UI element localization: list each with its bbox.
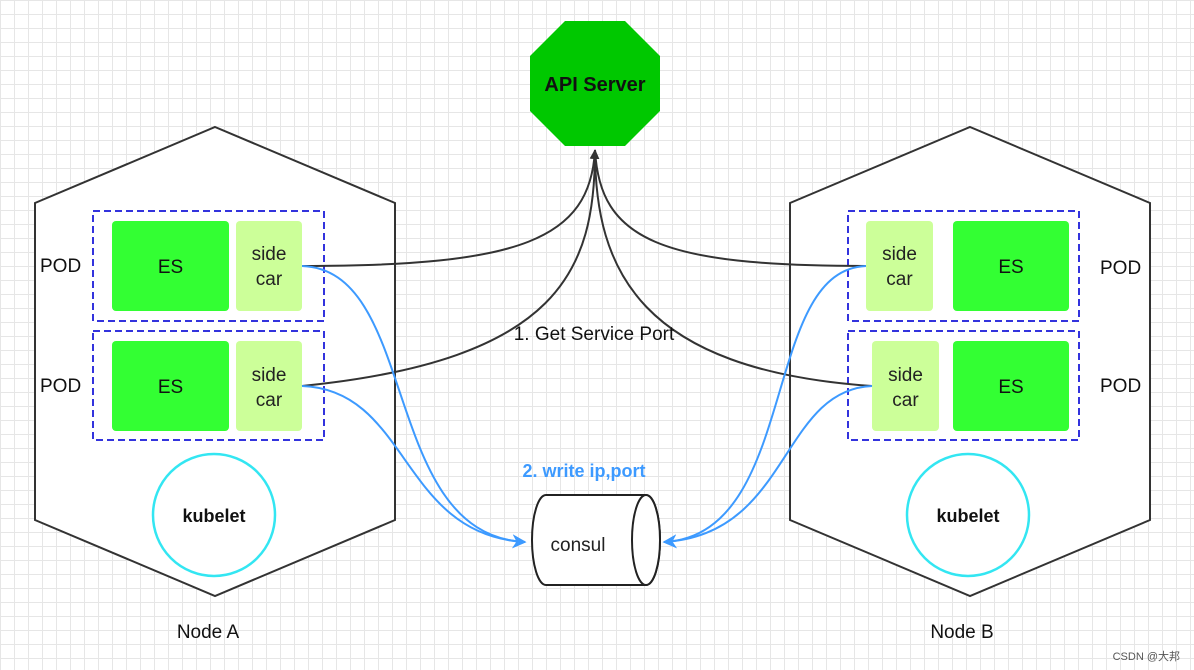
pod-label: POD <box>1100 258 1141 279</box>
pod-boundary <box>92 330 325 441</box>
sidecar-box <box>236 341 302 431</box>
es-box <box>112 341 229 431</box>
es-box <box>953 221 1069 311</box>
node-b-pod-2: side car ES POD <box>847 330 1141 441</box>
sidecar-label-line1: side <box>888 365 923 386</box>
consul-database: consul <box>531 494 661 586</box>
sidecar-box <box>866 221 933 311</box>
kubelet-circle <box>151 452 277 578</box>
pod-label: POD <box>1100 376 1141 397</box>
node-a: ES side car POD ES side car POD kubelet … <box>34 125 396 643</box>
api-request-edges <box>301 149 873 387</box>
get-service-port-label: 1. Get Service Port <box>514 324 675 345</box>
edge-node-b-pod-1-to-api <box>594 149 867 267</box>
edge-node-a-pod-2-to-api <box>301 149 596 387</box>
pod-boundary <box>847 330 1080 441</box>
es-box <box>953 341 1069 431</box>
sidecar-label-line1: side <box>252 244 287 265</box>
node-a-pod-2: ES side car POD <box>40 330 325 441</box>
sidecar-label-line1: side <box>882 244 917 265</box>
edge-node-b-pod-1-to-consul <box>662 265 867 549</box>
es-label: ES <box>158 257 183 278</box>
sidecar-label-line1: side <box>252 365 287 386</box>
register-edges <box>301 265 873 549</box>
es-label: ES <box>998 257 1023 278</box>
edge-node-a-pod-1-to-consul <box>301 265 527 549</box>
write-ip-port-label: 2. write ip,port <box>522 461 645 481</box>
consul-cylinder-cap <box>631 494 661 586</box>
sidecar-label-line2: car <box>256 269 283 290</box>
api-server-label: API Server <box>544 74 645 96</box>
sidecar-box <box>236 221 302 311</box>
es-box <box>112 221 229 311</box>
es-label: ES <box>998 377 1023 398</box>
api-server: API Server <box>530 21 660 146</box>
pod-label: POD <box>40 256 81 277</box>
edge-node-a-pod-2-to-consul <box>301 385 527 549</box>
sidecar-label-line2: car <box>892 390 919 411</box>
api-server-octagon <box>530 21 660 146</box>
edge-node-a-pod-1-to-api <box>301 149 600 267</box>
kubelet-circle <box>905 452 1031 578</box>
sidecar-box <box>872 341 939 431</box>
node-label: Node A <box>177 622 240 643</box>
watermark: CSDN @大邦 <box>1113 649 1180 663</box>
node-a-pod-1: ES side car POD <box>40 210 325 322</box>
pod-label: POD <box>40 376 81 397</box>
sidecar-label-line2: car <box>256 390 283 411</box>
node-label: Node B <box>930 622 993 643</box>
sidecar-label-line2: car <box>886 269 913 290</box>
edge-node-b-pod-2-to-consul <box>662 385 873 549</box>
kubelet-label: kubelet <box>182 506 245 526</box>
consul-label: consul <box>551 535 606 556</box>
kubelet-label: kubelet <box>936 506 999 526</box>
es-label: ES <box>158 377 183 398</box>
edge-node-b-pod-2-to-api <box>594 149 873 387</box>
node-b: side car ES POD side car ES POD kubelet … <box>789 125 1151 643</box>
